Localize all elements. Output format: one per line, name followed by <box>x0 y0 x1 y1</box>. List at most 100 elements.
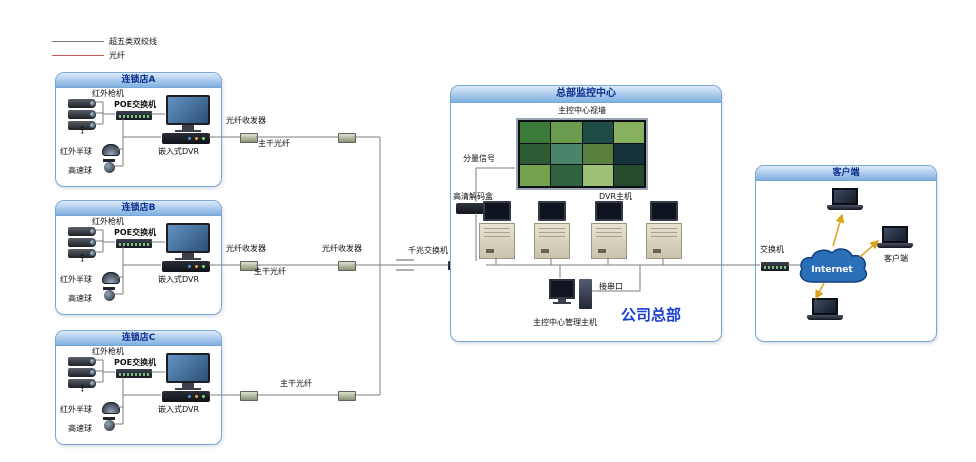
dome-camera-icon <box>102 272 120 284</box>
laptop-base <box>807 315 843 320</box>
fiber-transceiver-icon <box>240 133 258 143</box>
dome-camera-label: 红外半球 <box>60 405 92 414</box>
management-tower <box>579 279 592 309</box>
wall-screen-cell <box>613 143 644 165</box>
speed-dome-label: 高速球 <box>68 166 92 175</box>
serial-port-label: 接串口 <box>599 282 623 291</box>
store-c-title: 连锁店C <box>56 331 221 346</box>
dome-camera-label: 红外半球 <box>60 275 92 284</box>
store-box-c: 连锁店C 红外枪机 ⋮ POE交换机 红外半球 高速球 嵌入式DVR <box>55 330 222 445</box>
backbone-fiber-label: 主干光纤 <box>254 267 286 276</box>
bullet-camera-icon <box>68 379 96 388</box>
wall-screen-cell <box>551 143 582 165</box>
workstation-monitor <box>538 201 566 221</box>
fiber-transceiver-icon <box>338 391 356 401</box>
workstation-case <box>534 223 570 259</box>
wall-screen-cell <box>520 143 551 165</box>
embedded-dvr-icon <box>162 261 210 272</box>
component-signal-label: 分量信号 <box>463 154 495 163</box>
poe-switch-icon <box>116 239 152 248</box>
store-a-title: 连锁店A <box>56 73 221 88</box>
dome-camera-icon <box>102 144 120 156</box>
client-box: 客户端 交换机 Internet 客户端 <box>755 165 937 342</box>
wall-screen-cell <box>582 165 613 186</box>
monitor-icon <box>166 223 210 253</box>
client-title: 客户端 <box>756 166 936 181</box>
dvr-host-workstation-icon <box>590 201 628 259</box>
wall-screen-cell <box>520 122 551 143</box>
management-monitor <box>549 279 575 299</box>
speed-dome-icon <box>103 287 115 301</box>
monitor-screen <box>168 355 208 381</box>
fiber-transceiver-icon <box>338 133 356 143</box>
dvr-host-workstation-icon <box>645 201 683 259</box>
dvr-host-workstation-icon <box>478 201 516 259</box>
wall-screen-cell <box>582 143 613 165</box>
laptop-screen <box>882 226 908 243</box>
bullet-camera-icon <box>68 99 96 108</box>
monitor-screen <box>168 97 208 123</box>
wall-screen-cell <box>613 122 644 143</box>
dvr-host-workstation-icon <box>533 201 571 259</box>
poe-switch-label: POE交换机 <box>114 358 157 367</box>
bullet-camera-icon <box>68 249 96 258</box>
monitor-icon <box>166 95 210 125</box>
speed-dome-icon <box>103 159 115 173</box>
transceiver-label: 光纤收发器 <box>226 116 266 125</box>
bullet-camera-icon <box>68 238 96 247</box>
wall-screen-cell <box>551 122 582 143</box>
client-laptop-icon <box>807 298 843 320</box>
speed-dome-label: 高速球 <box>68 294 92 303</box>
management-host-icon <box>549 279 593 309</box>
management-host-label: 主控中心管理主机 <box>533 318 597 327</box>
wall-screen-cell <box>582 122 613 143</box>
client-switch-label: 交换机 <box>760 245 784 254</box>
client-switch-icon <box>761 262 789 271</box>
client-laptop-icon <box>827 188 863 210</box>
laptop-screen <box>812 298 838 315</box>
fiber-line-swatch <box>52 54 104 56</box>
bullet-camera-icon <box>68 357 96 366</box>
bullet-camera-icon <box>68 110 96 119</box>
workstation-monitor <box>595 201 623 221</box>
hq-title: 总部监控中心 <box>451 86 721 103</box>
cat5-line-swatch <box>52 40 104 42</box>
dome-camera-label: 红外半球 <box>60 147 92 156</box>
cat5-line-label: 超五类双绞线 <box>109 36 157 46</box>
wall-screen-cell <box>520 165 551 186</box>
bundle-marks <box>396 259 414 271</box>
client-laptop-icon <box>877 226 913 248</box>
wall-screen-cell <box>613 165 644 186</box>
legend-item-fiber: 光纤 <box>52 48 157 62</box>
backbone-fiber-label: 主干光纤 <box>258 139 290 148</box>
speed-dome-icon <box>103 417 115 431</box>
bullet-camera-label: 红外枪机 <box>92 217 124 226</box>
backbone-fiber-label: 主干光纤 <box>280 379 312 388</box>
bullet-camera-icon <box>68 121 96 130</box>
embedded-dvr-label: 嵌入式DVR <box>158 405 200 414</box>
embedded-dvr-icon <box>162 391 210 402</box>
fiber-transceiver-icon <box>240 391 258 401</box>
workstation-case <box>591 223 627 259</box>
hq-box: 总部监控中心 主控中心视墙 分量信号 高清解码盒 DVR主机 接串口 主控中心管… <box>450 85 722 342</box>
poe-switch-label: POE交换机 <box>114 228 157 237</box>
monitor-screen <box>168 225 208 251</box>
legend: 超五类双绞线 光纤 <box>52 34 157 62</box>
gigabit-switch-label: 千兆交换机 <box>408 246 448 255</box>
workstation-monitor <box>483 201 511 221</box>
workstation-monitor <box>650 201 678 221</box>
embedded-dvr-icon <box>162 133 210 144</box>
transceiver-label: 光纤收发器 <box>226 244 266 253</box>
bullet-camera-icon <box>68 368 96 377</box>
workstation-case <box>646 223 682 259</box>
poe-switch-icon <box>116 369 152 378</box>
wall-screen-cell <box>551 165 582 186</box>
transceiver-label: 光纤收发器 <box>322 244 362 253</box>
laptop-base <box>827 205 863 210</box>
bullet-camera-icon <box>68 227 96 236</box>
client-laptop-label: 客户端 <box>884 254 908 263</box>
more-cameras-ellipsis: ⋮ <box>78 254 87 264</box>
internet-cloud-icon: Internet <box>799 248 868 283</box>
bullet-camera-label: 红外枪机 <box>92 347 124 356</box>
